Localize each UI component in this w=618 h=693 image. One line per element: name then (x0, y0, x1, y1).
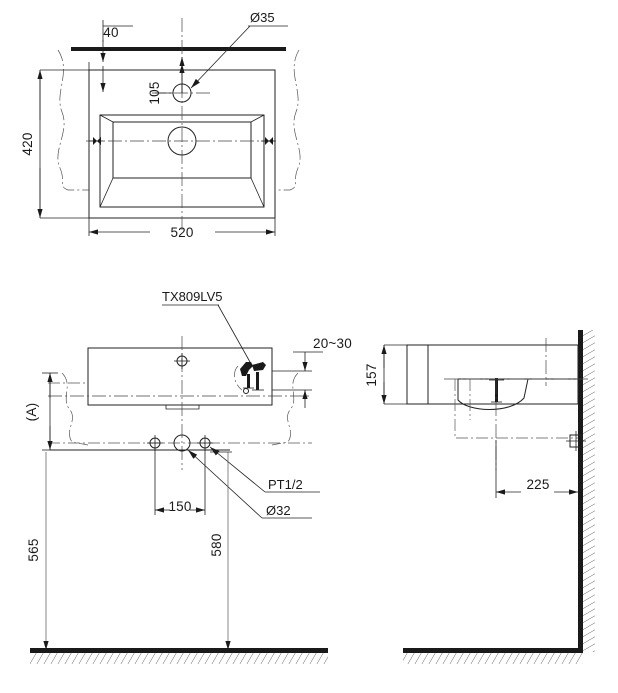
dimension-420-text: 420 (20, 132, 35, 155)
dimension-40-text: 40 (103, 25, 118, 40)
dimension-40: 40 (88, 20, 133, 96)
dimension-225-text: 225 (526, 477, 549, 492)
dimension-565: 565 (26, 452, 49, 650)
dimension-150-text: 150 (168, 499, 191, 514)
front-view: TX809LV5 20~30 (A) (24, 289, 352, 664)
front-view-bottom-notch (165, 405, 200, 410)
dimension-580-text: 580 (209, 533, 224, 556)
side-view-bowl-inner (457, 378, 529, 410)
front-view-drain-hole (173, 434, 191, 452)
side-view-floor-line (403, 648, 583, 653)
note-diameter-32: Ø32 (187, 449, 312, 519)
front-view-floor-hatch (30, 653, 328, 664)
note-faucet-model-text: TX809LV5 (162, 289, 222, 304)
side-view: 157 225 (364, 330, 595, 664)
front-view-deck-hole (174, 353, 190, 369)
side-view-cabinet-hidden (454, 379, 578, 439)
side-view-basin-outline (427, 344, 579, 405)
front-view-basin-outline (87, 347, 273, 406)
note-pt-thread-text: PT1/2 (268, 477, 303, 492)
dimension-157: 157 (364, 344, 410, 405)
top-view-fixing-mark-left (89, 137, 103, 145)
note-diameter-32-text: Ø32 (266, 503, 291, 518)
top-view-break-right (275, 49, 301, 191)
front-view-faucet (234, 362, 266, 394)
top-view-drain-hole (167, 126, 197, 156)
front-view-break-left (61, 372, 89, 446)
side-view-drain (489, 378, 504, 403)
front-view-floor-line (30, 648, 328, 653)
label-a: (A) (24, 372, 58, 451)
dimension-150: 150 (154, 448, 206, 515)
top-view: 40 105 420 (20, 10, 301, 240)
front-view-break-right (271, 372, 299, 446)
dimension-105-text: 105 (147, 81, 162, 104)
dimension-225: 225 (495, 440, 578, 498)
top-view-bowl-taper-tr (250, 114, 265, 123)
dimension-105: 105 (147, 57, 186, 105)
dimension-20-30: 20~30 (272, 336, 352, 408)
side-view-wall-line (578, 330, 583, 652)
side-view-floor-hatch (403, 653, 583, 664)
top-view-fixing-mark-right (261, 137, 275, 145)
note-faucet-model: TX809LV5 (162, 289, 251, 363)
dimension-420: 420 (20, 69, 89, 219)
dimension-520-text: 520 (170, 225, 193, 240)
dimension-520: 520 (88, 218, 276, 240)
top-view-wall-line (71, 47, 286, 51)
top-view-bowl-taper-br (250, 177, 265, 208)
label-a-text: (A) (24, 403, 39, 422)
dimension-20-30-text: 20~30 (313, 336, 352, 351)
dimension-580: 580 (209, 451, 232, 650)
dimension-157-text: 157 (364, 363, 379, 386)
dimension-565-text: 565 (26, 538, 41, 561)
top-view-bowl-taper-tl (99, 114, 114, 123)
note-diameter-35: Ø35 (190, 10, 288, 89)
top-view-break-left (57, 49, 89, 191)
side-view-wall-hatch (583, 330, 595, 652)
note-pt-thread: PT1/2 (209, 446, 320, 493)
side-view-front-edge (406, 344, 428, 405)
side-view-wall-fitting (566, 431, 586, 451)
top-view-bowl-taper-bl (99, 177, 114, 208)
note-diameter-35-text: Ø35 (250, 10, 275, 25)
